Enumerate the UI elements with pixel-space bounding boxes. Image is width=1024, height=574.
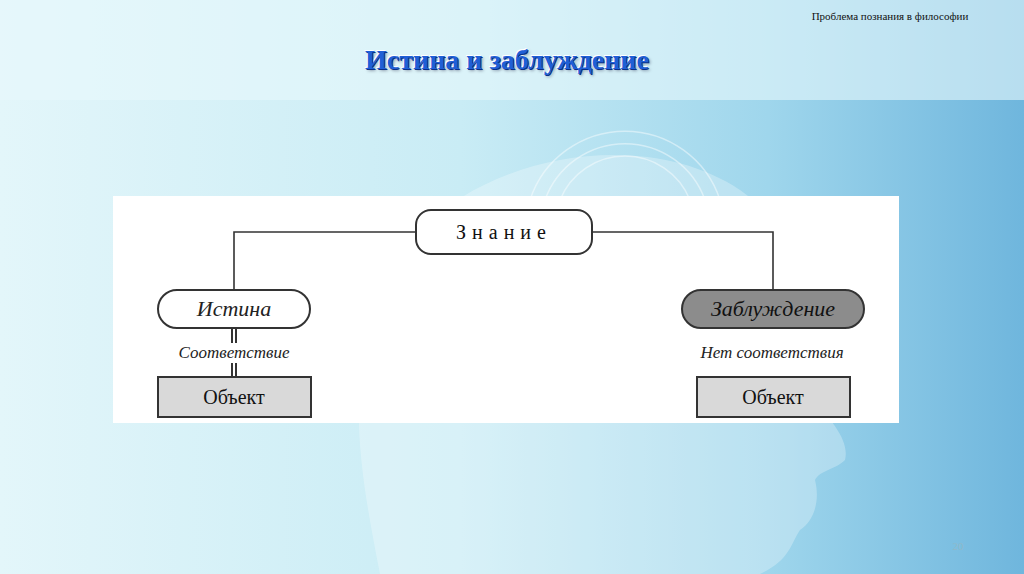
node-text: Заблуждение [711,296,835,322]
diagram-panel [113,196,899,423]
slide-title: Истина и заблуждение [365,44,649,76]
wave-arcs [530,131,720,200]
page-number: 20 [953,540,964,552]
concept-box: Знание [415,209,593,255]
error-box: Заблуждение [681,289,865,329]
node-text: Знание [456,221,552,244]
header-note: Проблема познания в философии [812,10,969,22]
relation-label: Соответствие [176,343,293,363]
object-box: Объект [157,376,312,418]
object-box: Объект [696,376,851,418]
node-text: Истина [197,296,271,322]
node-text: Объект [203,386,265,409]
connector [234,232,415,289]
node-text: Объект [742,386,804,409]
truth-box: Истина [157,289,311,329]
connector [593,232,773,289]
relation-label: Нет соответствия [700,343,843,363]
header-band [0,0,1024,100]
